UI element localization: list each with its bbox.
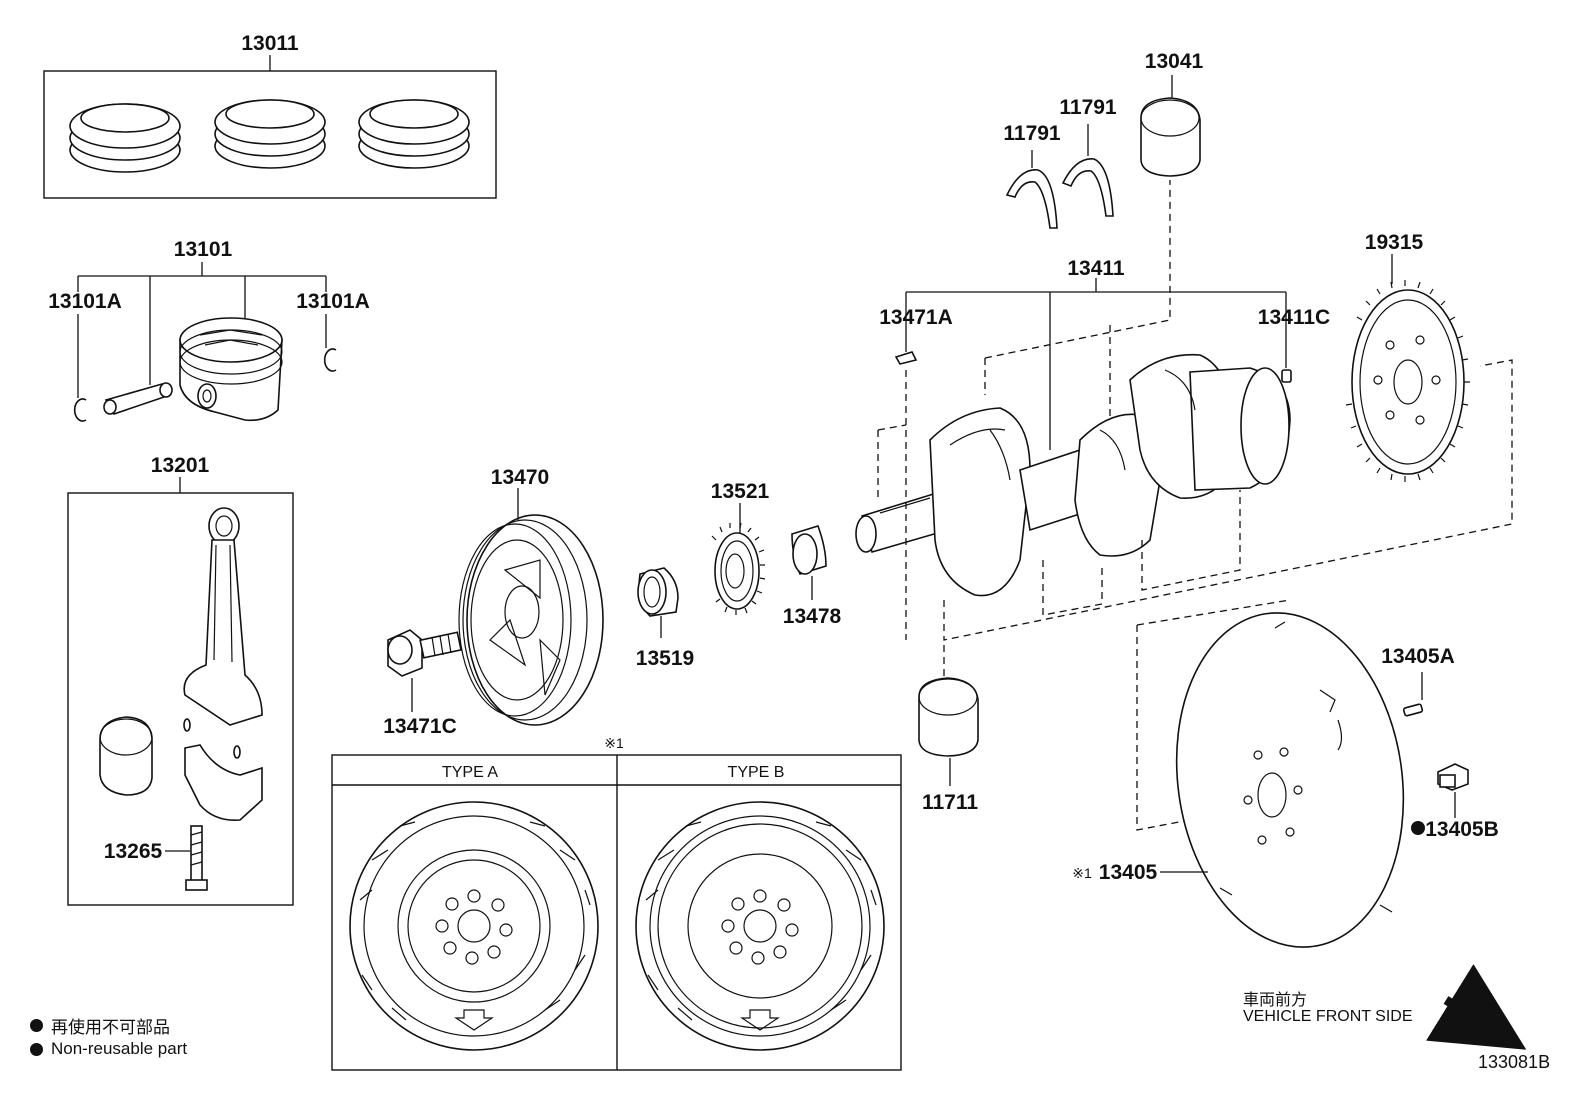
- non-reusable-dot-icon: [30, 1019, 43, 1032]
- flywheel-type-a[interactable]: [349, 801, 599, 1051]
- crankshaft-seal-collar[interactable]: [637, 567, 679, 638]
- crankshaft-pin[interactable]: [1281, 369, 1292, 383]
- drive-plate-pin[interactable]: [1402, 672, 1424, 717]
- connecting-rod-cap: [184, 744, 263, 822]
- crankshaft[interactable]: [855, 353, 1291, 597]
- non-reusable-marker: [1411, 821, 1425, 835]
- part-number-13265[interactable]: 13265: [104, 840, 163, 863]
- part-number-13519[interactable]: 13519: [636, 647, 694, 670]
- part-number-13101[interactable]: 13101: [174, 238, 233, 261]
- type-table: [331, 754, 902, 1071]
- part-number-13411[interactable]: 13411: [1067, 257, 1125, 280]
- part-number-19315[interactable]: 19315: [1365, 231, 1424, 254]
- part-number-11791-a[interactable]: 11791: [1003, 122, 1061, 145]
- part-number-11791-b[interactable]: 11791: [1059, 96, 1117, 119]
- thrust-washer-2[interactable]: [1061, 124, 1114, 217]
- part-number-13041[interactable]: 13041: [1145, 50, 1204, 73]
- legend-item-jp: 再使用不可部品: [30, 1013, 170, 1038]
- piston-ring-2: [214, 99, 326, 169]
- piston-pin-snap-ring-left[interactable]: [73, 398, 87, 422]
- type-b-label: TYPE B: [728, 764, 785, 781]
- connecting-rod-bearing: [99, 716, 153, 796]
- legend-en-text: Non-reusable part: [51, 1039, 188, 1058]
- part-number-13405A[interactable]: 13405A: [1381, 645, 1455, 668]
- piston[interactable]: [179, 317, 283, 422]
- piston-ring-1: [69, 103, 181, 173]
- crankshaft-timing-gear[interactable]: [711, 503, 766, 615]
- crankshaft-leaders: [905, 278, 1287, 450]
- part-number-13411C[interactable]: 13411C: [1258, 306, 1330, 329]
- vehicle-front-en: VEHICLE FRONT SIDE: [1243, 1008, 1413, 1025]
- crankshaft-pulley-bolt[interactable]: [387, 629, 462, 712]
- part-number-13101A-left[interactable]: 13101A: [48, 290, 122, 313]
- type-a-label: TYPE A: [442, 764, 498, 781]
- part-number-13471C[interactable]: 13471C: [383, 715, 457, 738]
- part-number-13101A-right[interactable]: 13101A: [296, 290, 370, 313]
- non-reusable-dot-icon: [30, 1042, 43, 1056]
- crankshaft-pulley[interactable]: [458, 488, 604, 726]
- part-number-13405[interactable]: 13405: [1099, 861, 1158, 884]
- part-number-13405B[interactable]: 13405B: [1425, 818, 1499, 841]
- drive-plate[interactable]: [1156, 598, 1425, 962]
- legend-item-en: Non-reusable part: [30, 1039, 187, 1059]
- crankshaft-position-sensor-plate[interactable]: [1345, 254, 1470, 482]
- thrust-washer-1[interactable]: [1005, 150, 1058, 229]
- piston-ring-set[interactable]: [43, 55, 497, 199]
- legend-jp-text: 再使用不可部品: [51, 1018, 170, 1037]
- part-number-11711[interactable]: 11711: [922, 791, 978, 814]
- piston-leaders: [77, 262, 327, 398]
- crankshaft-spacer[interactable]: [791, 525, 827, 600]
- vehicle-front-jp: 車両前方: [1243, 992, 1308, 1009]
- piston-ring-3: [358, 99, 470, 169]
- part-number-13521[interactable]: 13521: [711, 480, 770, 503]
- alignment-dashed-lines: [877, 180, 1513, 831]
- diagram-id: 133081B: [1478, 1052, 1551, 1072]
- drive-plate-note-mark: ※1: [1072, 865, 1092, 881]
- connecting-rod-bolt[interactable]: [185, 825, 208, 891]
- connecting-rod-set[interactable]: [67, 477, 294, 906]
- crankshaft-key[interactable]: [894, 351, 918, 365]
- part-number-13470[interactable]: 13470: [491, 466, 549, 489]
- part-number-13478[interactable]: 13478: [783, 605, 842, 628]
- flywheel-type-b[interactable]: [635, 801, 885, 1051]
- part-number-13201[interactable]: 13201: [151, 454, 210, 477]
- drive-plate-bolt[interactable]: [1437, 763, 1469, 818]
- rod-dowel-1: [183, 718, 191, 732]
- type-table-note-mark: ※1: [604, 735, 624, 751]
- piston-pin[interactable]: [103, 382, 173, 415]
- crankshaft-main-bearing-upper[interactable]: [1140, 75, 1201, 177]
- part-number-13011[interactable]: 13011: [241, 32, 299, 55]
- rod-dowel-2: [233, 745, 241, 759]
- connecting-rod: [183, 507, 263, 726]
- vehicle-front-arrow-icon: [1426, 964, 1527, 1050]
- crankshaft-main-bearing-lower[interactable]: [918, 677, 979, 786]
- piston-pin-snap-ring-right[interactable]: [323, 348, 337, 372]
- part-number-13471A[interactable]: 13471A: [879, 306, 953, 329]
